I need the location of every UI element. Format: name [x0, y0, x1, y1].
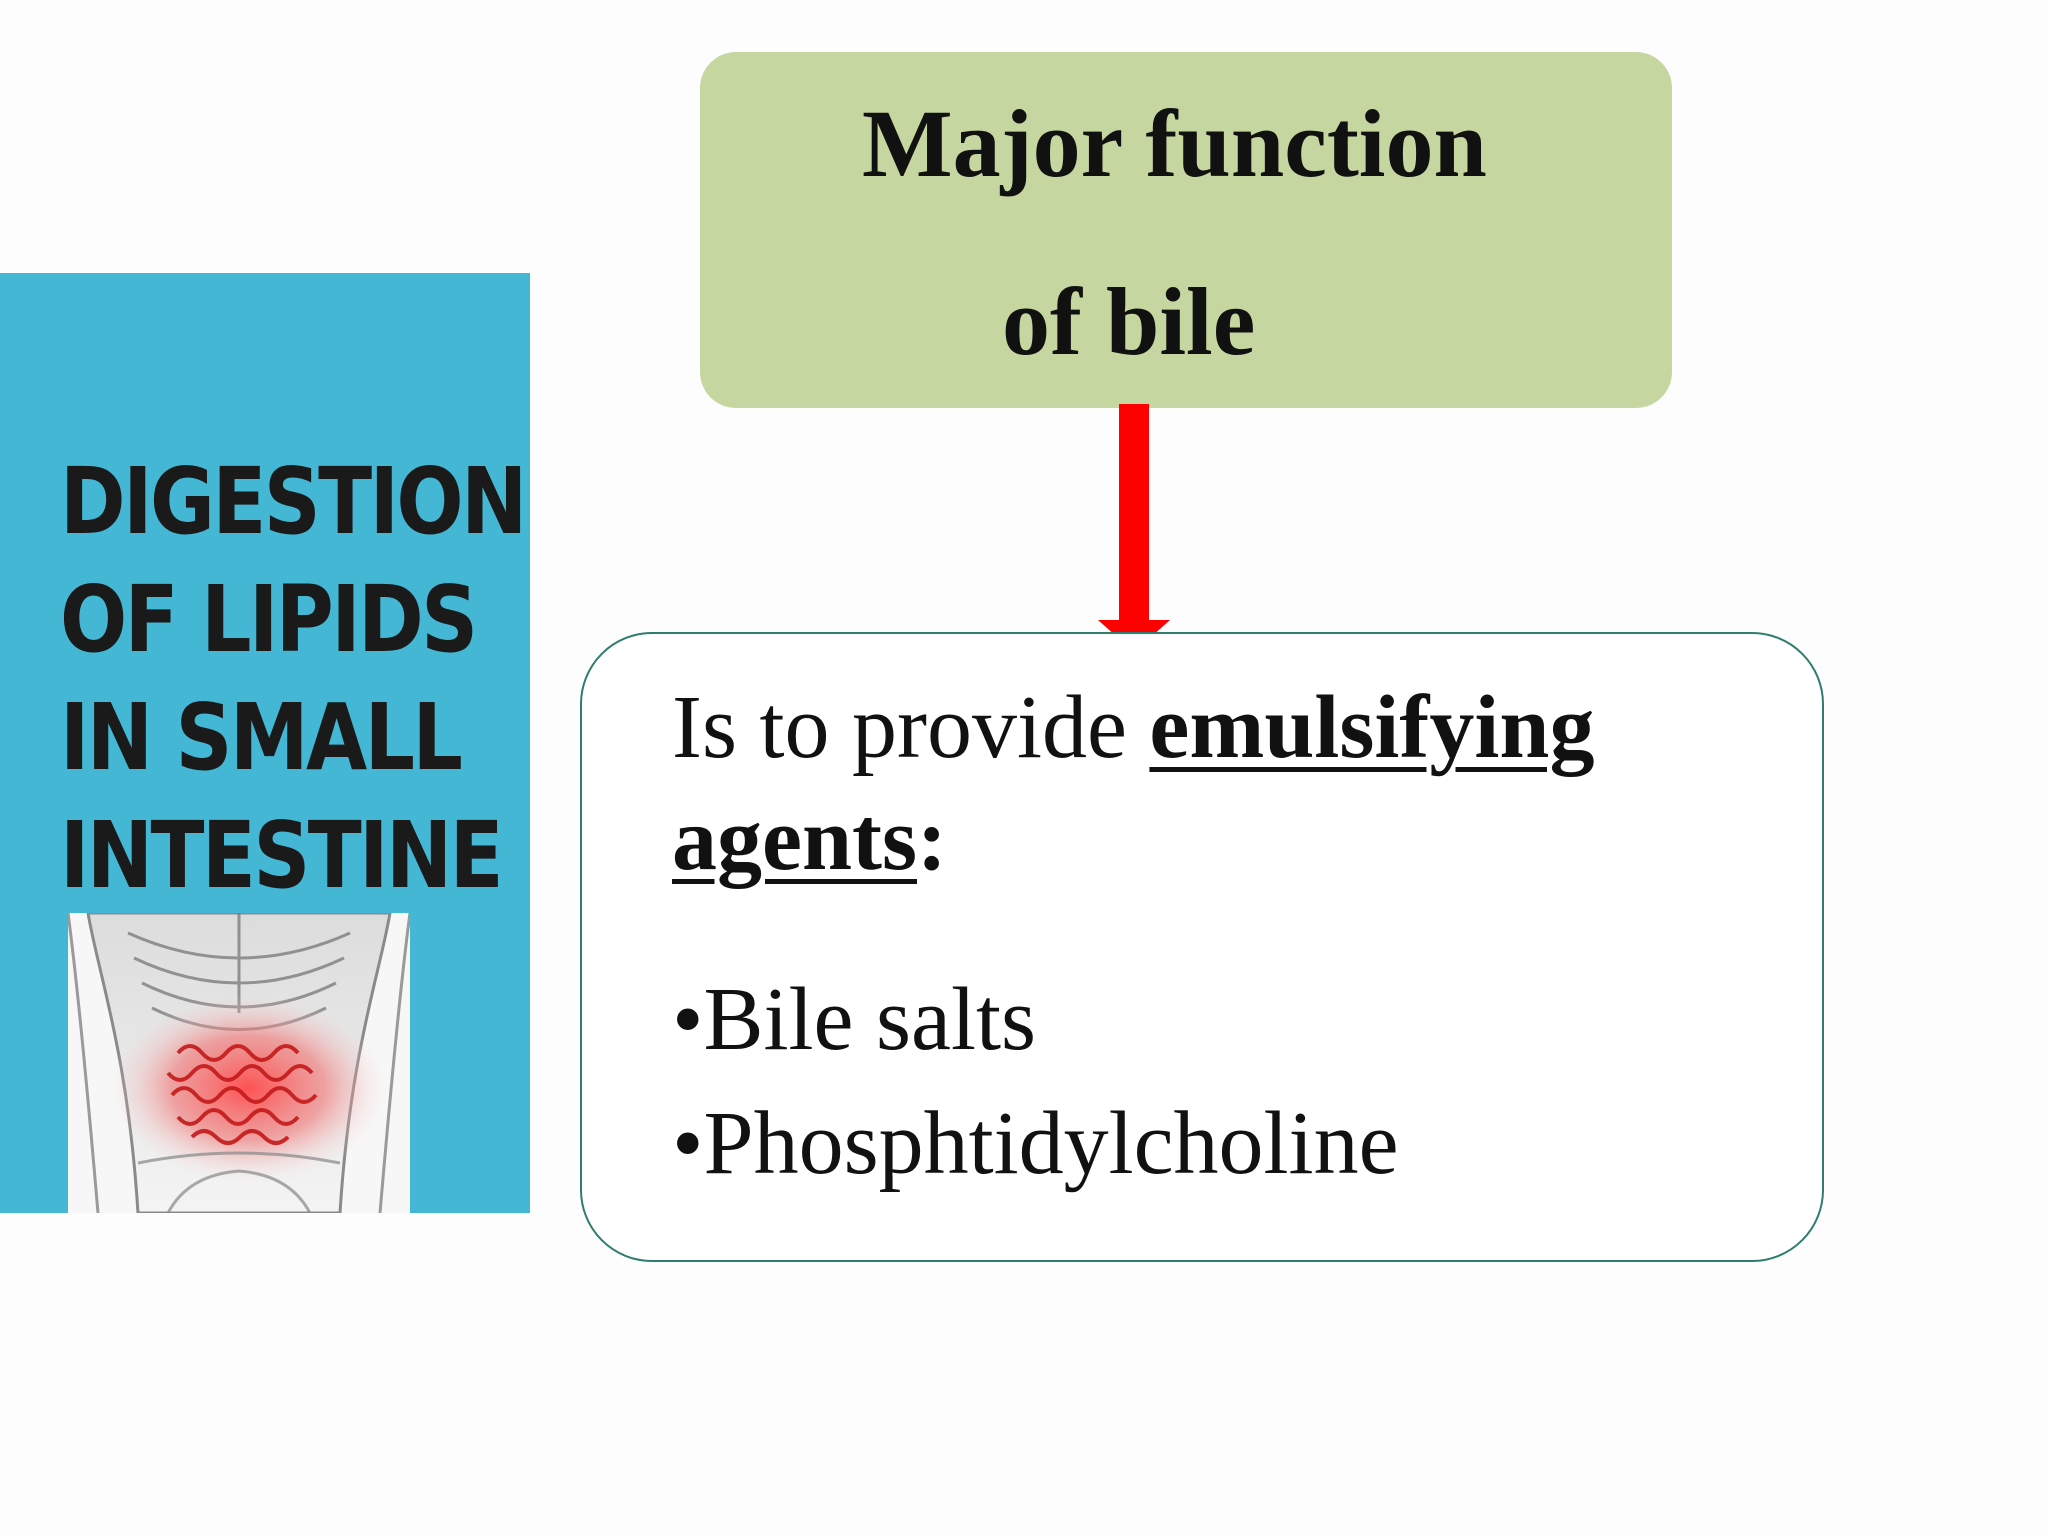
content-text: Is to provide emulsifying agents: •Bile … — [672, 672, 1772, 1206]
cover-title-line: DIGESTION — [60, 448, 527, 555]
cover-panel: DIGESTION OF LIPIDS IN SMALL INTESTINE — [0, 273, 530, 1213]
arrow-shaft — [1119, 404, 1149, 622]
list-item-label: Bile salts — [703, 970, 1037, 1069]
heading-box: Major function of bile — [700, 52, 1672, 408]
intestine-glow — [108, 993, 388, 1183]
cover-title-line: IN SMALL — [60, 684, 463, 791]
bullet-icon: • — [672, 1094, 704, 1193]
heading-line: of bile — [1002, 268, 1256, 375]
heading-line: Major function — [862, 90, 1487, 197]
agent-list: •Bile salts •Phosphtidylcholine — [672, 958, 1772, 1206]
right-arm — [378, 913, 410, 1213]
left-arm — [68, 913, 100, 1213]
pelvis — [137, 1151, 341, 1213]
down-arrow — [1098, 404, 1170, 652]
content-box: Is to provide emulsifying agents: •Bile … — [580, 632, 1824, 1262]
list-item-label: Phosphtidylcholine — [703, 1094, 1399, 1193]
list-item: •Bile salts — [672, 958, 1772, 1082]
list-item: •Phosphtidylcholine — [672, 1082, 1772, 1206]
intro-paragraph: Is to provide emulsifying agents: — [672, 672, 1772, 896]
intro-text: Is to provide — [672, 678, 1127, 777]
bullet-icon: • — [672, 970, 704, 1069]
term-agents: agents — [672, 790, 917, 889]
term-colon: : — [917, 790, 947, 889]
term-emulsifying: emulsifying — [1149, 678, 1595, 777]
small-intestine — [166, 1044, 318, 1145]
cover-title-line: OF LIPIDS — [60, 566, 478, 673]
heading-title: Major function of bile — [700, 52, 1672, 408]
cover-title-line: INTESTINE — [60, 802, 504, 909]
abdomen-illustration — [68, 913, 410, 1213]
cover-title: DIGESTION OF LIPIDS IN SMALL INTESTINE — [60, 443, 527, 915]
